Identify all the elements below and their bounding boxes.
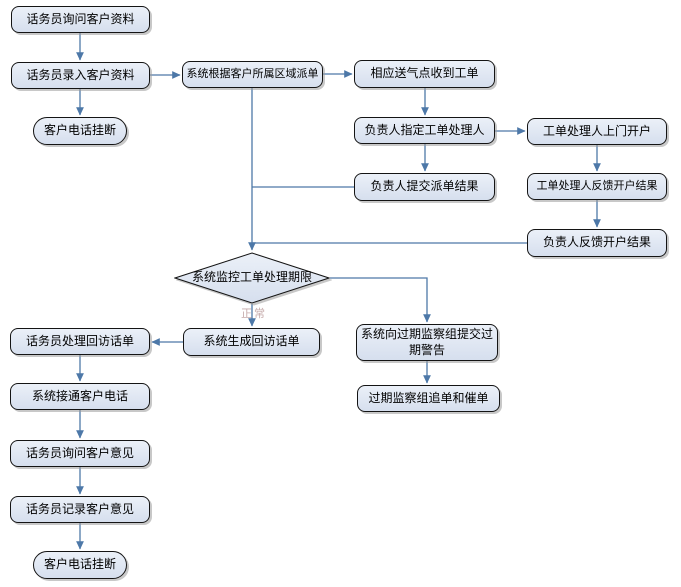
node-monitor-deadline: 系统监控工单处理期限 bbox=[174, 252, 330, 304]
node-ask-info: 话务员询问客户资料 bbox=[11, 6, 150, 33]
node-label: 过期监察组追单和催单 bbox=[368, 390, 489, 405]
node-label: 话务员询问客户意见 bbox=[25, 445, 134, 460]
node-enter-info: 话务员录入客户资料 bbox=[11, 62, 150, 89]
node-label: 话务员记录客户意见 bbox=[25, 501, 134, 516]
node-submit-dispatch-result: 负责人提交派单结果 bbox=[354, 173, 495, 201]
node-ask-opinion: 话务员询问客户意见 bbox=[10, 440, 150, 467]
node-label: 客户电话挂断 bbox=[43, 557, 116, 572]
node-gen-callback: 系统生成回访话单 bbox=[183, 328, 320, 356]
node-label: 相应送气点收到工单 bbox=[370, 66, 479, 81]
node-overdue-warning: 系统向过期监察组提交过期警告 bbox=[356, 324, 498, 361]
node-hangup-top: 客户电话挂断 bbox=[33, 117, 127, 145]
node-leader-feedback: 负责人反馈开户结果 bbox=[527, 229, 667, 257]
node-connect-phone: 系统接通客户电话 bbox=[10, 383, 150, 410]
node-label: 系统向过期监察组提交过期警告 bbox=[360, 326, 493, 357]
node-label: 负责人提交派单结果 bbox=[370, 179, 479, 194]
node-label: 负责人反馈开户结果 bbox=[542, 235, 651, 250]
node-label: 系统接通客户电话 bbox=[31, 388, 128, 403]
node-label: 话务员处理回访话单 bbox=[25, 333, 134, 348]
node-record-opinion: 话务员记录客户意见 bbox=[10, 496, 150, 523]
edge-diamond-overdue-to-warning bbox=[330, 277, 431, 323]
node-label: 工单处理人上门开户 bbox=[542, 123, 651, 138]
node-label: 系统监控工单处理期限 bbox=[191, 270, 312, 285]
node-label: 话务员询问客户资料 bbox=[26, 11, 135, 26]
node-door-to-door-open: 工单处理人上门开户 bbox=[527, 118, 667, 145]
node-label: 系统根据客户所属区域派单 bbox=[186, 67, 319, 81]
node-overdue-chase: 过期监察组追单和催单 bbox=[357, 385, 500, 412]
node-label: 系统生成回访话单 bbox=[203, 334, 300, 349]
node-label: 话务员录入客户资料 bbox=[26, 67, 135, 82]
node-label: 客户电话挂断 bbox=[43, 123, 116, 138]
branch-label-normal: 正常 bbox=[241, 307, 267, 320]
node-label: 负责人指定工单处理人 bbox=[364, 122, 485, 137]
decision-diamond-shape bbox=[174, 252, 330, 304]
node-gas-point-receive: 相应送气点收到工单 bbox=[354, 60, 495, 88]
node-hangup-bottom: 客户电话挂断 bbox=[33, 551, 127, 579]
node-handler-feedback: 工单处理人反馈开户结果 bbox=[527, 173, 667, 200]
node-assign-handler: 负责人指定工单处理人 bbox=[354, 117, 495, 144]
node-label: 工单处理人反馈开户结果 bbox=[536, 179, 658, 193]
node-handle-callback: 话务员处理回访话单 bbox=[10, 328, 150, 355]
node-dispatch-by-area: 系统根据客户所属区域派单 bbox=[182, 61, 323, 88]
